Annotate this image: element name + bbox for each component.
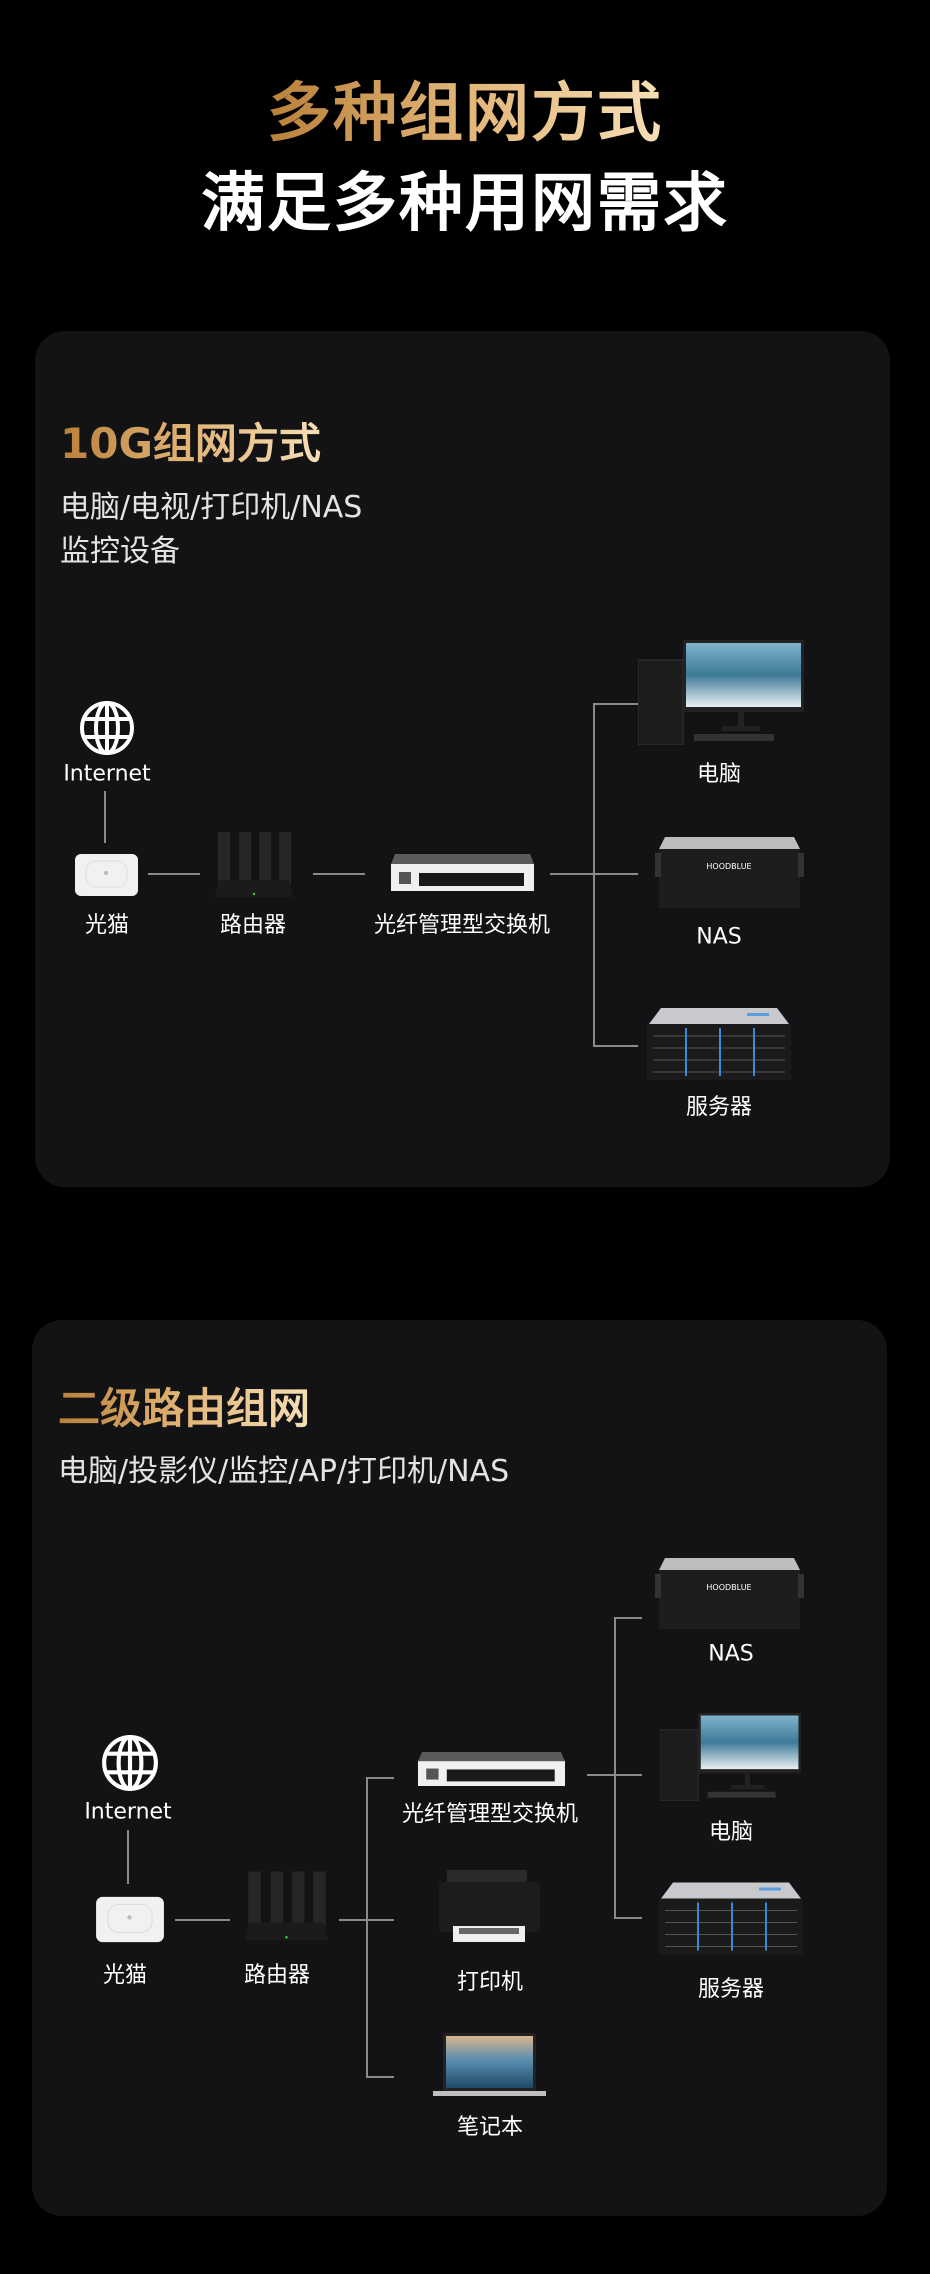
switch-icon bbox=[418, 1752, 565, 1786]
globe-icon bbox=[80, 701, 134, 755]
connector-line bbox=[366, 1777, 394, 1779]
label-modem: 光猫 bbox=[84, 913, 130, 938]
connector-line bbox=[313, 873, 365, 875]
connector-line bbox=[366, 2076, 394, 2078]
router-icon bbox=[245, 1871, 328, 1941]
card-title: 10G组网方式 bbox=[60, 410, 321, 471]
label-switch: 光纤管理型交换机 bbox=[373, 913, 551, 938]
connector-line bbox=[593, 1045, 638, 1047]
label-server: 服务器 bbox=[685, 1095, 753, 1120]
desktop-pc-icon bbox=[638, 640, 804, 745]
globe-icon bbox=[102, 1735, 158, 1791]
svg-text:HOODBLUE: HOODBLUE bbox=[706, 1583, 751, 1592]
headline-secondary: 满足多种用网需求 bbox=[201, 167, 729, 241]
router-icon bbox=[215, 832, 293, 897]
label-internet: Internet bbox=[63, 761, 151, 787]
svg-text:HOODBLUE: HOODBLUE bbox=[706, 862, 751, 871]
card-subtitle: 监控设备 bbox=[60, 534, 180, 569]
switch-icon bbox=[391, 854, 534, 891]
label-internet: Internet bbox=[84, 1799, 172, 1825]
connector-line bbox=[104, 791, 106, 843]
nas-icon: HOODBLUE bbox=[655, 1558, 804, 1629]
laptop-icon bbox=[433, 2033, 546, 2096]
headline-primary: 多种组网方式 bbox=[267, 62, 663, 154]
label-pc: 电脑 bbox=[696, 762, 742, 787]
label-router: 路由器 bbox=[243, 1963, 311, 1988]
printer-icon bbox=[439, 1870, 540, 1942]
label-modem: 光猫 bbox=[102, 1963, 148, 1988]
label-server: 服务器 bbox=[697, 1977, 765, 2002]
label-printer: 打印机 bbox=[456, 1970, 524, 1995]
nas-icon: HOODBLUE bbox=[655, 837, 804, 908]
connector-line bbox=[148, 873, 200, 875]
desktop-pc-icon bbox=[660, 1713, 801, 1801]
connector-line bbox=[614, 1917, 642, 1919]
card-subtitle: 电脑/电视/打印机/NAS bbox=[60, 490, 363, 525]
label-nas: NAS bbox=[708, 1641, 754, 1667]
connector-line bbox=[614, 1617, 642, 1619]
server-icon bbox=[659, 1882, 803, 1955]
connector-line bbox=[366, 1778, 368, 2078]
card-title: 二级路由组网 bbox=[58, 1375, 310, 1436]
connector-line bbox=[614, 1618, 616, 1919]
label-switch: 光纤管理型交换机 bbox=[401, 1802, 579, 1827]
label-laptop: 笔记本 bbox=[456, 2115, 524, 2140]
modem-icon bbox=[96, 1896, 164, 1943]
connector-line bbox=[593, 703, 595, 1047]
connector-line bbox=[127, 1830, 129, 1884]
label-router: 路由器 bbox=[219, 913, 287, 938]
connector-line bbox=[175, 1919, 230, 1921]
modem-icon bbox=[75, 854, 138, 896]
label-pc: 电脑 bbox=[708, 1820, 754, 1845]
card-subtitle: 电脑/投影仪/监控/AP/打印机/NAS bbox=[58, 1454, 510, 1489]
label-nas: NAS bbox=[696, 924, 742, 950]
server-icon bbox=[647, 1008, 791, 1080]
connector-line bbox=[593, 703, 638, 705]
